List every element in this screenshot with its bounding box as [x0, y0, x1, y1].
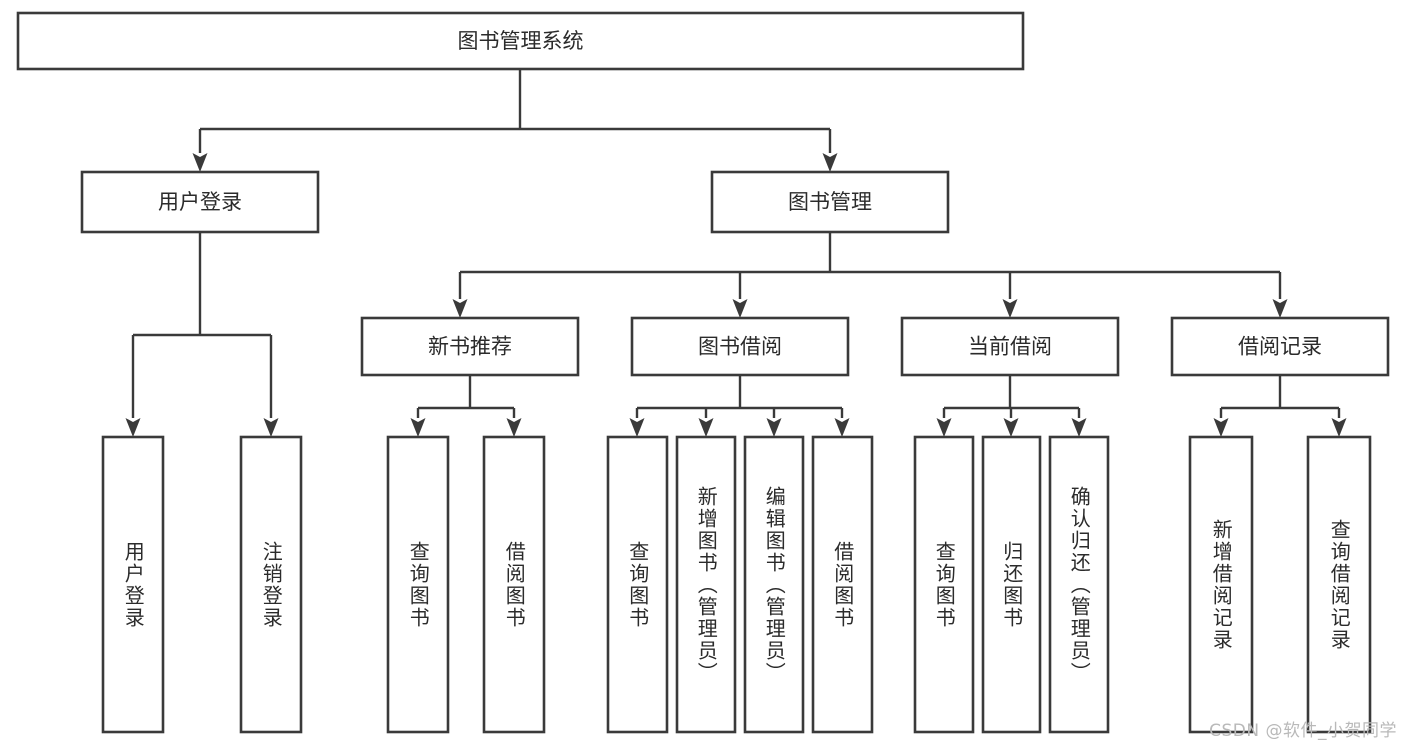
node-leaf-11[interactable]: [1188, 435, 1254, 734]
node-leaf-5[interactable]: [675, 435, 737, 734]
node-level3-label-3: 借阅记录: [1238, 335, 1322, 359]
node-level2-1[interactable]: [710, 170, 950, 234]
node-level3-1[interactable]: [630, 316, 850, 377]
arrow-head-icon: [1213, 418, 1229, 437]
node-level3-label-1: 图书借阅: [698, 335, 782, 359]
connectors-layer: [125, 69, 1347, 437]
node-level3-3[interactable]: [1170, 316, 1390, 377]
arrow-head-icon: [698, 418, 714, 437]
arrow-head-icon: [936, 418, 952, 437]
arrow-head-icon: [834, 418, 850, 437]
arrow-head-icon: [1003, 418, 1019, 437]
node-leaf-10[interactable]: [1048, 435, 1110, 734]
node-level3-label-2: 当前借阅: [968, 335, 1052, 359]
watermark-text: CSDN @软件_小贺同学: [1209, 721, 1397, 741]
node-level3-2[interactable]: [900, 316, 1120, 377]
node-leaf-7[interactable]: [811, 435, 874, 734]
arrow-head-icon: [125, 418, 141, 437]
node-leaf-0[interactable]: [101, 435, 165, 734]
arrow-head-icon: [732, 299, 748, 318]
node-level3-0[interactable]: [360, 316, 580, 377]
arrow-head-icon: [766, 418, 782, 437]
node-level2-label-1: 图书管理: [788, 190, 872, 214]
arrow-head-icon: [263, 418, 279, 437]
arrow-head-icon: [452, 299, 468, 318]
node-leaf-4[interactable]: [606, 435, 669, 734]
node-leaf-12[interactable]: [1306, 435, 1372, 734]
node-leaf-9[interactable]: [981, 435, 1042, 734]
arrow-head-icon: [629, 418, 645, 437]
node-level2-0[interactable]: [80, 170, 320, 234]
node-leaf-8[interactable]: [913, 435, 975, 734]
node-leaf-2[interactable]: [386, 435, 450, 734]
node-level3-label-0: 新书推荐: [428, 335, 512, 359]
boxes-layer: [16, 11, 1390, 734]
arrow-head-icon: [192, 153, 208, 172]
arrow-head-icon: [1331, 418, 1347, 437]
node-root[interactable]: [16, 11, 1025, 71]
arrow-head-icon: [1272, 299, 1288, 318]
arrow-head-icon: [410, 418, 426, 437]
node-leaf-3[interactable]: [482, 435, 546, 734]
node-root-label: 图书管理系统: [458, 29, 584, 53]
node-leaf-1[interactable]: [239, 435, 303, 734]
arrow-head-icon: [506, 418, 522, 437]
arrow-head-icon: [822, 153, 838, 172]
arrow-head-icon: [1002, 299, 1018, 318]
arrow-head-icon: [1071, 418, 1087, 437]
node-leaf-6[interactable]: [743, 435, 805, 734]
node-level2-label-0: 用户登录: [158, 190, 242, 214]
